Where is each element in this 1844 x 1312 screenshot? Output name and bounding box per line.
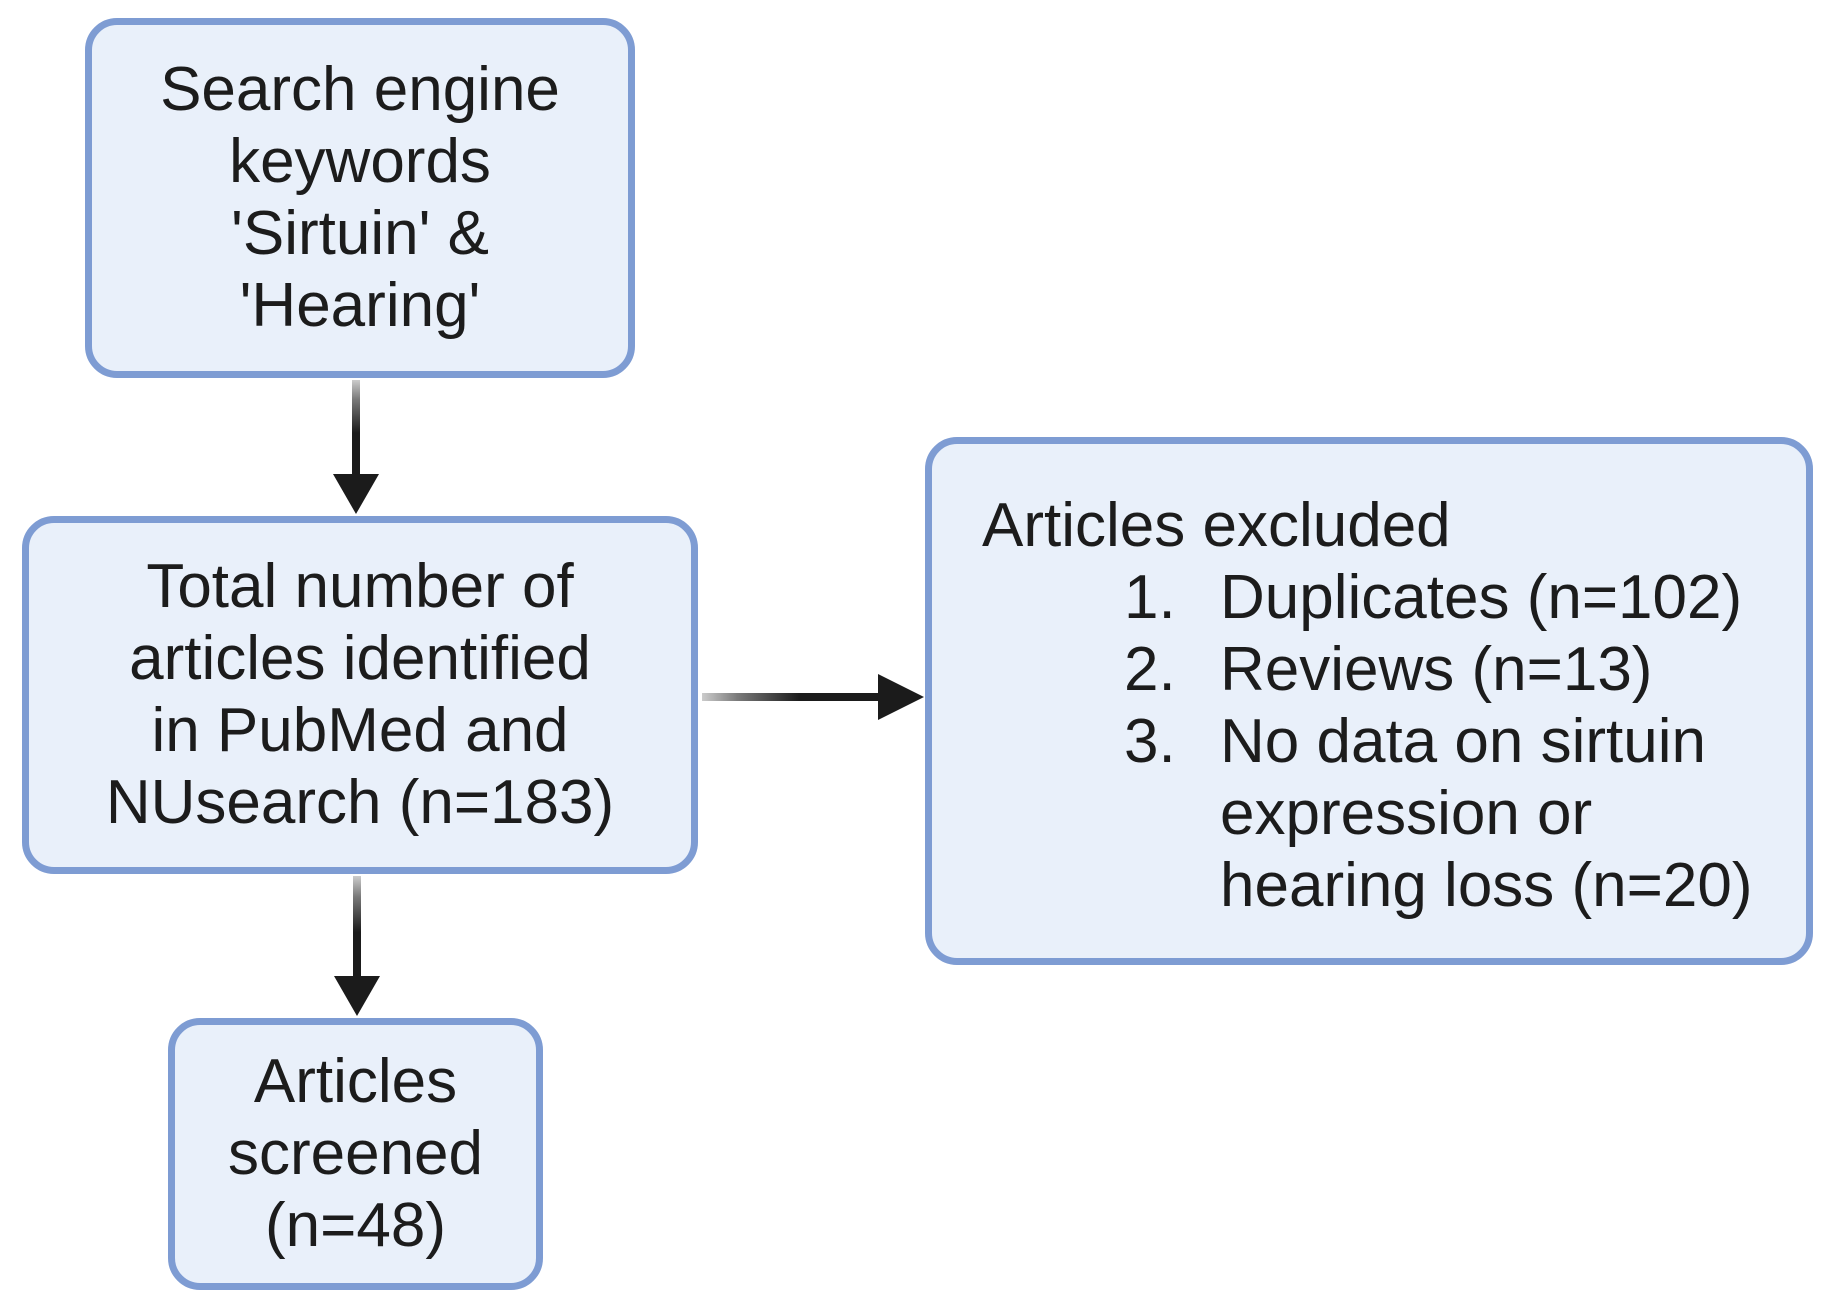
box-articles-screened: Articles screened (n=48) bbox=[168, 1018, 543, 1290]
box-text-line: in PubMed and bbox=[151, 696, 569, 765]
arrow-down-head-2 bbox=[334, 976, 380, 1016]
excluded-item-1: 1. Duplicates (n=102) bbox=[982, 562, 1786, 634]
box-text-line: 'Sirtuin' & bbox=[231, 199, 489, 268]
excluded-item-number: 3. bbox=[1124, 707, 1176, 776]
excluded-item-text-line: No data on sirtuin bbox=[1220, 707, 1706, 776]
box-text-line: screened bbox=[227, 1119, 484, 1188]
box-text-line: Total number of bbox=[146, 552, 574, 621]
excluded-title: Articles excluded bbox=[982, 491, 1451, 560]
excluded-item-number: 2. bbox=[1124, 635, 1176, 704]
box-text-line: Search engine bbox=[160, 55, 560, 124]
excluded-item-text-line: hearing loss (n=20) bbox=[1220, 851, 1753, 920]
box-text-line: keywords bbox=[229, 127, 491, 196]
excluded-item-text-line: Reviews (n=13) bbox=[1220, 635, 1653, 704]
box-articles-excluded: Articles excluded 1. Duplicates (n=102) … bbox=[925, 437, 1813, 965]
arrow-down-shaft-1 bbox=[352, 380, 360, 476]
excluded-item-text-line: Duplicates (n=102) bbox=[1220, 563, 1743, 632]
box-text-line: (n=48) bbox=[265, 1191, 446, 1260]
arrow-down-shaft-2 bbox=[353, 876, 361, 978]
box-articles-identified: Total number of articles identified in P… bbox=[22, 516, 698, 874]
arrow-right-shaft bbox=[702, 693, 880, 701]
excluded-item-2: 2. Reviews (n=13) bbox=[982, 634, 1786, 706]
box-text-line: NUsearch (n=183) bbox=[105, 768, 615, 837]
box-search-keywords: Search engine keywords 'Sirtuin' & 'Hear… bbox=[85, 18, 635, 378]
arrow-down-head-1 bbox=[333, 474, 379, 514]
excluded-item-text-line: expression or bbox=[1220, 779, 1593, 848]
box-text-line: 'Hearing' bbox=[239, 271, 481, 340]
excluded-item-number: 1. bbox=[1124, 563, 1176, 632]
box-text-line: Articles bbox=[253, 1047, 458, 1116]
excluded-item-3: 3. No data on sirtuin expression or hear… bbox=[982, 706, 1786, 922]
arrow-right-head bbox=[878, 674, 924, 720]
box-text-line: articles identified bbox=[129, 624, 591, 693]
